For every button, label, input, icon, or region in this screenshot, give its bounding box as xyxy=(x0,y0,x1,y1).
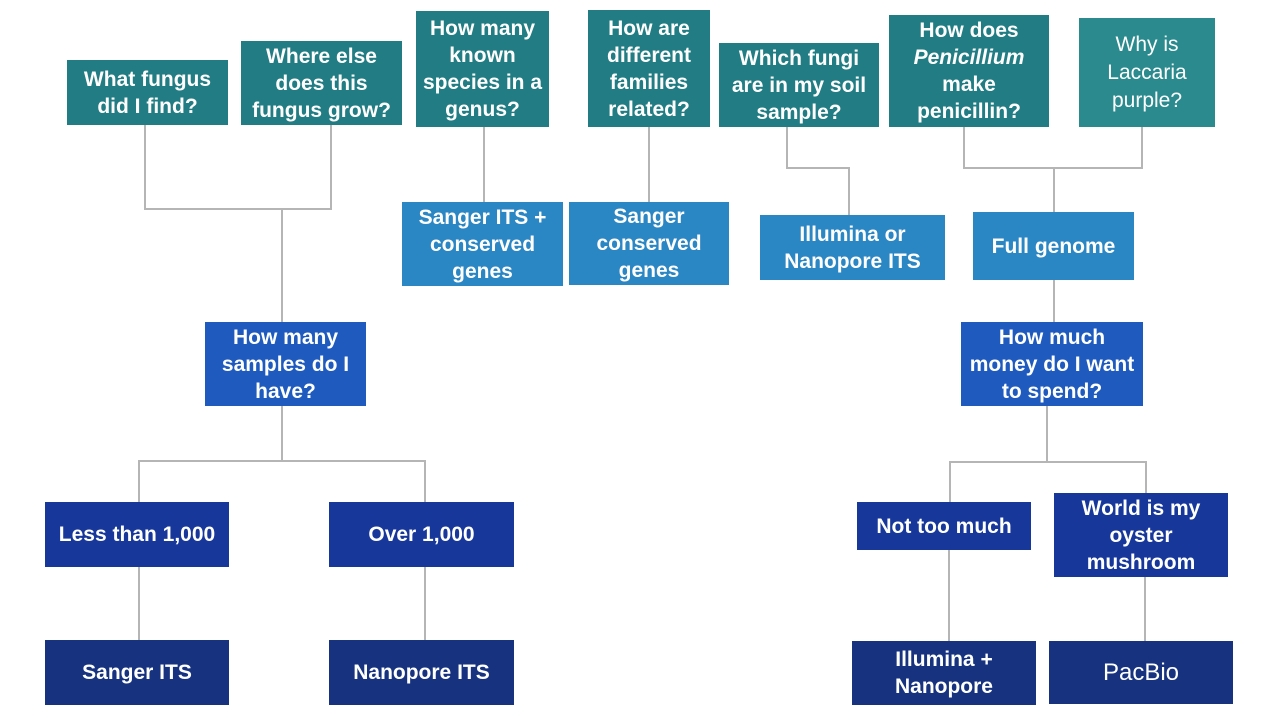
decision-how-much-money: How much money do I want to spend? xyxy=(961,322,1143,406)
connector-samples-split xyxy=(138,406,283,502)
question-where-else-grow: Where else does this fungus grow? xyxy=(241,41,402,125)
connector-samples-split-right xyxy=(282,460,426,502)
connector-soil-to-method xyxy=(786,127,850,215)
outcome-nanopore-its: Nanopore ITS xyxy=(329,640,514,705)
decision-how-many-samples: How many samples do I have? xyxy=(205,322,366,406)
option-less-than-1000: Less than 1,000 xyxy=(45,502,229,567)
connector-penicillium-laccaria xyxy=(963,127,1143,169)
outcome-pacbio: PacBio xyxy=(1049,641,1233,704)
connector-what-fungus xyxy=(144,125,332,210)
question-which-fungi-soil: Which fungi are in my soil sample? xyxy=(719,43,879,127)
outcome-sanger-its: Sanger ITS xyxy=(45,640,229,705)
question-what-fungus: What fungus did I find? xyxy=(67,60,228,125)
penicillium-italic: Penicillium xyxy=(913,46,1025,69)
question-penicillium: How does Penicillium make penicillin? xyxy=(889,15,1049,127)
outcome-illumina-nanopore: Illumina + Nanopore xyxy=(852,641,1036,705)
connector-money-split-right xyxy=(1047,461,1147,493)
question-laccaria-purple: Why is Laccaria purple? xyxy=(1079,18,1215,127)
penicillium-after: make penicillin? xyxy=(917,73,1021,123)
method-sanger-conserved: Sanger conserved genes xyxy=(569,202,729,285)
option-world-is-my-oyster: World is my oyster mushroom xyxy=(1054,493,1228,577)
method-full-genome: Full genome xyxy=(973,212,1134,280)
question-how-many-species: How many known species in a genus? xyxy=(416,11,549,127)
method-sanger-its-conserved: Sanger ITS + conserved genes xyxy=(402,202,563,286)
method-illumina-nanopore-its: Illumina or Nanopore ITS xyxy=(760,215,945,280)
question-families-related: How are different families related? xyxy=(588,10,710,127)
option-over-1000: Over 1,000 xyxy=(329,502,514,567)
option-not-too-much: Not too much xyxy=(857,502,1031,550)
connector-money-split xyxy=(949,406,1048,502)
penicillium-before: How does xyxy=(919,19,1019,42)
